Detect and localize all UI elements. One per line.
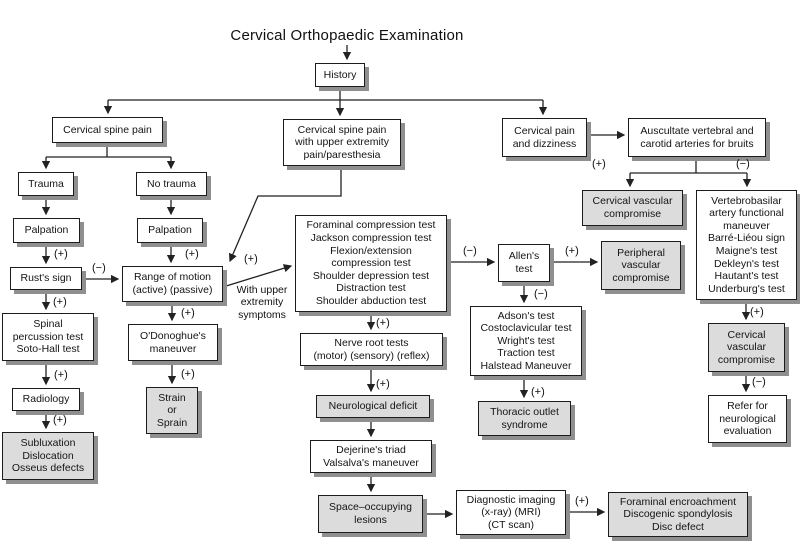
edge-rom-compression-tests xyxy=(222,264,293,288)
node-strain-or-sprain: Strain or Sprain xyxy=(146,387,198,434)
node-palpation-left: Palpation xyxy=(13,218,80,243)
edge-label-plus-spinal-radiology: (+) xyxy=(54,369,68,381)
node-space-occupying-lesions: Space–occupying lesions xyxy=(318,495,423,533)
edge-label-plus-rom-compression: (+) xyxy=(244,253,258,265)
note-with-upper-extremity-symptoms: With upper extremity symptoms xyxy=(236,284,288,321)
node-cervical-spine-pain: Cervical spine pain xyxy=(52,117,163,143)
node-adsons-test-group: Adson's test Costoclavicular test Wright… xyxy=(470,306,582,376)
node-history: History xyxy=(315,63,365,87)
edge-label-minus-cvc2-refer: (−) xyxy=(752,376,766,388)
node-no-trauma: No trauma xyxy=(136,172,207,196)
edge-label-plus-rusts-spinal: (+) xyxy=(53,296,67,308)
node-subluxation-dislocation: Subluxation Dislocation Osseus defects xyxy=(2,432,94,480)
edge-label-plus-palpation-rusts: (+) xyxy=(54,248,68,260)
node-compression-tests: Foraminal compression test Jackson compr… xyxy=(295,215,447,312)
node-vertebrobasilar-tests: Vertebrobasilar artery functional maneuv… xyxy=(696,190,797,300)
node-radiology: Radiology xyxy=(12,388,80,411)
node-csp-upper-extremity: Cervical spine pain with upper extremity… xyxy=(283,119,401,166)
edge-label-plus-radiology-subluxation: (+) xyxy=(53,414,67,426)
edge-label-minus-auscultate-vertebro: (−) xyxy=(736,158,750,170)
edge-label-minus-compression-allens: (−) xyxy=(463,245,477,257)
node-auscultate-arteries: Auscultate vertebral and carotid arterie… xyxy=(628,118,766,157)
edge-label-plus-auscultate-cvc1: (+) xyxy=(592,158,606,170)
node-rusts-sign: Rust's sign xyxy=(10,267,82,290)
node-dejerines-triad: Dejerine's triad Valsalva's maneuver xyxy=(310,440,432,473)
node-allens-test: Allen's test xyxy=(498,244,550,282)
node-foraminal-encroachment: Foraminal encroachment Discogenic spondy… xyxy=(608,492,748,537)
edge-label-plus-allens-peripheral: (+) xyxy=(565,245,579,257)
edge-label-plus-compression-nerve: (+) xyxy=(376,317,390,329)
trunk-csp-split xyxy=(46,143,171,158)
edge-label-minus-rusts-rom: (−) xyxy=(92,262,106,274)
edge-label-plus-vertebro-cvc2: (+) xyxy=(750,306,764,318)
node-diagnostic-imaging: Diagnostic imaging (x-ray) (MRI) (CT sca… xyxy=(456,490,566,535)
node-cervical-pain-dizziness: Cervical pain and dizziness xyxy=(502,118,587,157)
node-odonoghues-maneuver: O'Donoghue's maneuver xyxy=(128,324,218,361)
node-range-of-motion: Range of motion (active) (passive) xyxy=(122,266,223,302)
node-refer-neurological-evaluation: Refer for neurological evaluation xyxy=(708,395,787,443)
node-spinal-percussion: Spinal percussion test Soto-Hall test xyxy=(2,313,94,361)
edge-label-minus-allens-adsons: (−) xyxy=(534,288,548,300)
trunk-history-branch xyxy=(108,88,543,101)
edge-label-plus-diagnostic-foraminal: (+) xyxy=(575,495,589,507)
node-palpation-right: Palpation xyxy=(137,218,203,243)
edge-label-plus-rom-odonoghues: (+) xyxy=(181,307,195,319)
edge-cspue-rom xyxy=(228,166,342,263)
trunk-auscultate-split xyxy=(630,157,747,174)
edge-label-plus-palpation-rom: (+) xyxy=(185,248,199,260)
node-nerve-root-tests: Nerve root tests (motor) (sensory) (refl… xyxy=(300,333,443,366)
edge-label-plus-odonoghues-strain: (+) xyxy=(181,368,195,380)
diagram-title: Cervical Orthopaedic Examination xyxy=(230,27,464,44)
node-neurological-deficit: Neurological deficit xyxy=(316,395,430,418)
node-trauma: Trauma xyxy=(18,172,74,196)
node-cervical-vascular-compromise-2: Cervical vascular compromise xyxy=(708,323,785,372)
edge-label-plus-adsons-thoracic: (+) xyxy=(531,386,545,398)
node-thoracic-outlet-syndrome: Thoracic outlet syndrome xyxy=(478,401,571,436)
edge-label-plus-nerve-neuro: (+) xyxy=(376,378,390,390)
node-cervical-vascular-compromise-1: Cervical vascular compromise xyxy=(582,190,683,226)
node-peripheral-vascular-compromise: Peripheral vascular compromise xyxy=(601,241,681,290)
